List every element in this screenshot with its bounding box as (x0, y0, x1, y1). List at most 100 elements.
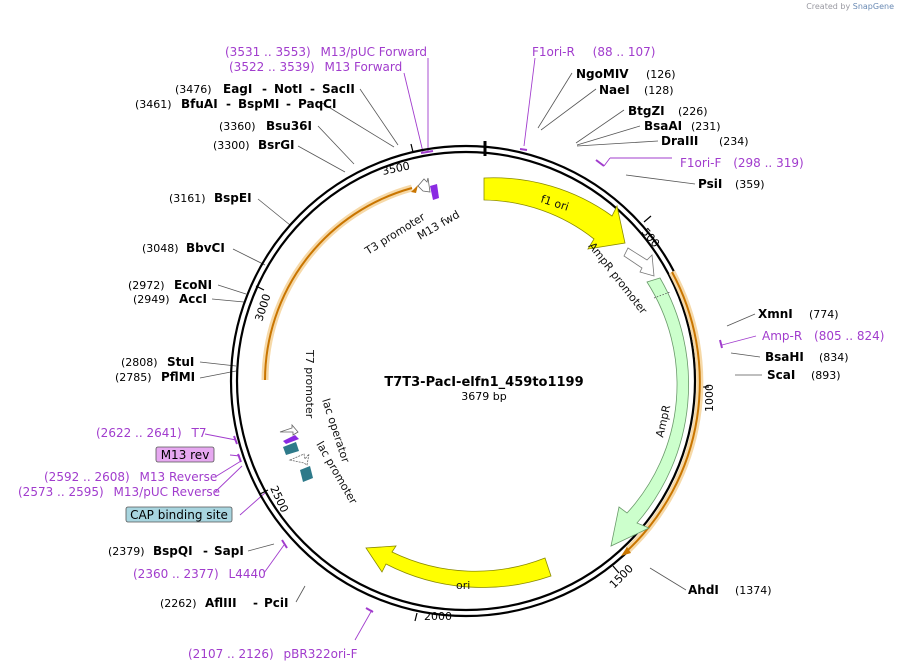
enzyme-pos: (128) (644, 84, 674, 97)
feature-ori[interactable] (365, 545, 552, 588)
credit-brand: SnapGene (852, 2, 894, 11)
enzyme-pos: (2379) (108, 545, 145, 558)
enzyme-pos: (2808) (121, 356, 158, 369)
feature-ampr[interactable] (610, 277, 689, 547)
primer-m13-reverse[interactable]: (2592 .. 2608) M13 Reverse (44, 470, 217, 484)
enzyme-eagi[interactable]: EagI (223, 82, 252, 96)
ruler-tick-1000: 1000 (703, 384, 716, 412)
primer-labels: (3531 .. 3553) M13/pUC Forward (3522 .. … (18, 45, 884, 661)
enzyme-scai[interactable]: ScaI (767, 368, 795, 382)
enzyme-bbvci[interactable]: BbvCI (186, 241, 225, 255)
orf-arrowhead-right (621, 547, 631, 556)
primer-amp-r[interactable]: Amp-R (805 .. 824) (762, 329, 884, 343)
enzyme-ngomiv[interactable]: NgoMIV (576, 67, 629, 81)
feature-label-cap-binding-site: CAP binding site (130, 508, 228, 522)
primer-f1ori-f[interactable]: F1ori-F (298 .. 319) (680, 156, 804, 170)
enzyme-pos: (231) (691, 120, 721, 133)
feature-cap-binding-site-mark[interactable] (300, 466, 313, 482)
enzyme-pos: (2972) (128, 279, 165, 292)
enzyme-psii[interactable]: PsiI (698, 177, 722, 191)
feature-ampr-promoter[interactable] (623, 247, 655, 277)
enzyme-stui[interactable]: StuI (167, 355, 194, 369)
primer-m13-forward[interactable]: (3522 .. 3539) M13 Forward (229, 60, 402, 74)
enzyme-pos: (126) (646, 68, 676, 81)
enzyme-sapi[interactable]: SapI (214, 544, 244, 558)
ruler-tick-3500: 3500 (381, 159, 411, 178)
enzyme-pos: (1374) (735, 584, 772, 597)
svg-text:-: - (262, 82, 267, 96)
enzyme-naei[interactable]: NaeI (599, 83, 630, 97)
enzyme-noti[interactable]: NotI (274, 82, 303, 96)
feature-label-ampr-promoter: AmpR promoter (586, 240, 650, 317)
enzyme-sacii[interactable]: SacII (322, 82, 355, 96)
svg-text:-: - (226, 97, 231, 111)
backbone-inner (235, 150, 697, 612)
primer-t7[interactable]: (2622 .. 2641) T7 (96, 426, 207, 440)
orf-arrowhead-left (411, 185, 418, 193)
enzyme-pos: (226) (678, 105, 708, 118)
plasmid-length: 3679 bp (461, 390, 506, 403)
feature-lac-promoter[interactable] (288, 453, 310, 466)
enzymes-left: (3476) EagI - NotI - SacII (3461) BfuAI … (108, 82, 355, 610)
enzyme-pos: (3360) (219, 120, 256, 133)
enzyme-bsaai[interactable]: BsaAI (644, 119, 682, 133)
enzyme-bfuai[interactable]: BfuAI (181, 97, 218, 111)
ruler-tick-3000: 3000 (252, 292, 273, 323)
enzyme-bspqi[interactable]: BspQI (153, 544, 193, 558)
primer-m13-puc-forward[interactable]: (3531 .. 3553) M13/pUC Forward (225, 45, 427, 59)
plasmid-name: T7T3-PacI-elfn1_459to1199 (384, 375, 583, 390)
primer-m13-puc-reverse[interactable]: (2573 .. 2595) M13/pUC Reverse (18, 485, 220, 499)
feature-t7-promoter[interactable] (279, 423, 299, 436)
enzyme-pos: (2949) (133, 293, 170, 306)
feature-label-ori: ori (456, 579, 470, 592)
enzyme-pos: (3461) (135, 98, 172, 111)
cap-binding-site-label-box[interactable] (125, 506, 233, 523)
m13-rev-label-box[interactable] (155, 446, 215, 463)
primer-f1ori-r[interactable]: F1ori-R (88 .. 107) (532, 45, 655, 59)
svg-text:-: - (310, 82, 315, 96)
enzyme-paqci[interactable]: PaqCI (298, 97, 336, 111)
enzyme-bsahi[interactable]: BsaHI (765, 350, 804, 364)
enzyme-bspmi[interactable]: BspMI (238, 97, 279, 111)
enzyme-acci[interactable]: AccI (179, 292, 207, 306)
feature-m13-fwd[interactable] (430, 184, 439, 200)
enzyme-pos: (774) (809, 308, 839, 321)
enzyme-afliii[interactable]: AflIII (205, 596, 237, 610)
enzyme-ahdi[interactable]: AhdI (688, 583, 719, 597)
enzyme-pos: (3476) (175, 83, 212, 96)
orf-arc-left-halo (261, 184, 413, 381)
enzymes-right: NgoMIV (126) NaeI (128) BtgZI (226) BsaA… (576, 67, 849, 597)
enzyme-pos: (3161) (169, 192, 206, 205)
svg-text:-: - (253, 596, 258, 610)
enzyme-pflmi[interactable]: PflMI (161, 370, 195, 384)
feature-m13-rev-mark[interactable] (283, 435, 299, 444)
enzyme-btgzi[interactable]: BtgZI (628, 104, 665, 118)
ruler-tick-2000: 2000 (424, 610, 452, 623)
feature-lac-operator-mark[interactable] (283, 442, 299, 455)
enzyme-econi[interactable]: EcoNI (174, 278, 212, 292)
feature-label-m13-rev: M13 rev (161, 448, 210, 462)
feature-t3-promoter[interactable] (417, 177, 431, 193)
orf-arc-left (264, 187, 413, 381)
primer-l4440[interactable]: (2360 .. 2377) L4440 (133, 567, 266, 581)
svg-text:-: - (286, 97, 291, 111)
feature-label-t7-promoter: T7 promoter (303, 349, 316, 419)
enzyme-bsu36i[interactable]: Bsu36I (266, 119, 312, 133)
svg-text:-: - (203, 544, 208, 558)
enzyme-xmni[interactable]: XmnI (758, 307, 793, 321)
enzyme-pos: (359) (735, 178, 765, 191)
primer-ticks (233, 148, 723, 613)
credit-prefix: Created by (806, 2, 851, 11)
snapgene-credit: Created by SnapGene (806, 2, 894, 11)
enzyme-bspei[interactable]: BspEI (214, 191, 252, 205)
enzyme-pos: (2785) (115, 371, 152, 384)
primer-pbr322ori-f[interactable]: (2107 .. 2126) pBR322ori-F (188, 647, 358, 661)
enzyme-pcii[interactable]: PciI (264, 596, 289, 610)
enzyme-pos: (834) (819, 351, 849, 364)
feature-f1-ori[interactable] (483, 177, 626, 250)
enzyme-pos: (3048) (142, 242, 179, 255)
ruler-ticks (255, 143, 709, 622)
enzyme-bsrgi[interactable]: BsrGI (258, 138, 295, 152)
enzyme-draiii[interactable]: DraIII (661, 134, 698, 148)
